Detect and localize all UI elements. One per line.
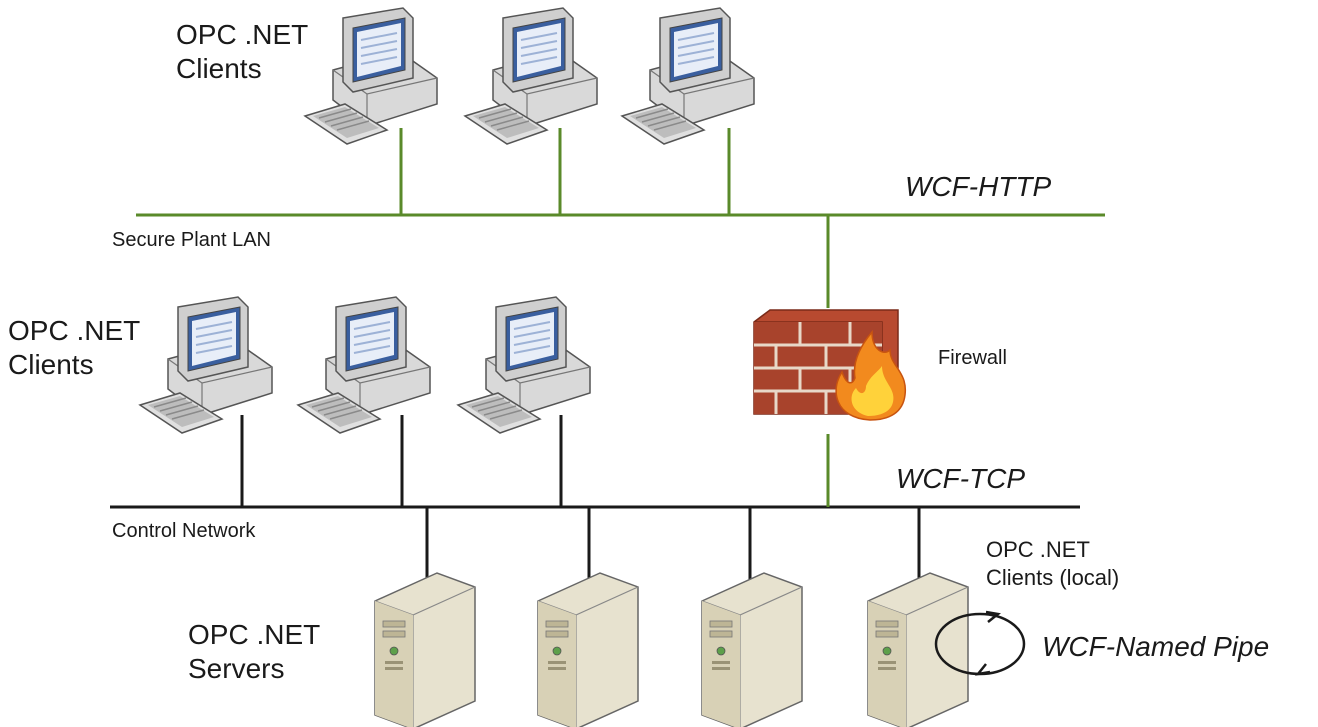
servers-line2: Servers	[188, 653, 285, 684]
local-clients-line2: Clients (local)	[986, 565, 1120, 590]
wcf-tcp-label: WCF-TCP	[896, 463, 1026, 494]
mid-clients-line2: Clients	[8, 349, 94, 380]
server-icon	[867, 572, 969, 727]
wcf-named-pipe-label: WCF-Named Pipe	[1042, 631, 1270, 662]
mid-clients-line1: OPC .NET	[8, 315, 141, 346]
servers-line1: OPC .NET	[188, 619, 321, 650]
workstation-icon	[464, 7, 598, 145]
firewall-label: Firewall	[938, 347, 1007, 369]
top-clients-line2: Clients	[176, 53, 262, 84]
named-pipe-arrows-icon	[934, 610, 1026, 676]
server-icon	[701, 572, 803, 727]
local-clients-label: OPC .NET Clients (local)	[986, 536, 1119, 592]
workstation-icon	[457, 296, 591, 434]
top-clients-line1: OPC .NET	[176, 19, 309, 50]
top-clients-label: OPC .NET Clients	[176, 18, 308, 86]
server-icon	[374, 572, 476, 727]
secure-plant-lan-label: Secure Plant LAN	[112, 229, 271, 251]
workstation-icon	[139, 296, 273, 434]
workstation-icon	[621, 7, 755, 145]
firewall-icon	[753, 309, 906, 421]
workstation-icon	[304, 7, 438, 145]
control-network-label: Control Network	[112, 520, 256, 542]
server-icon	[537, 572, 639, 727]
mid-clients-label: OPC .NET Clients	[8, 314, 140, 382]
local-clients-line1: OPC .NET	[986, 537, 1090, 562]
workstation-icon	[297, 296, 431, 434]
servers-label: OPC .NET Servers	[188, 618, 320, 686]
wcf-http-label: WCF-HTTP	[905, 171, 1052, 202]
